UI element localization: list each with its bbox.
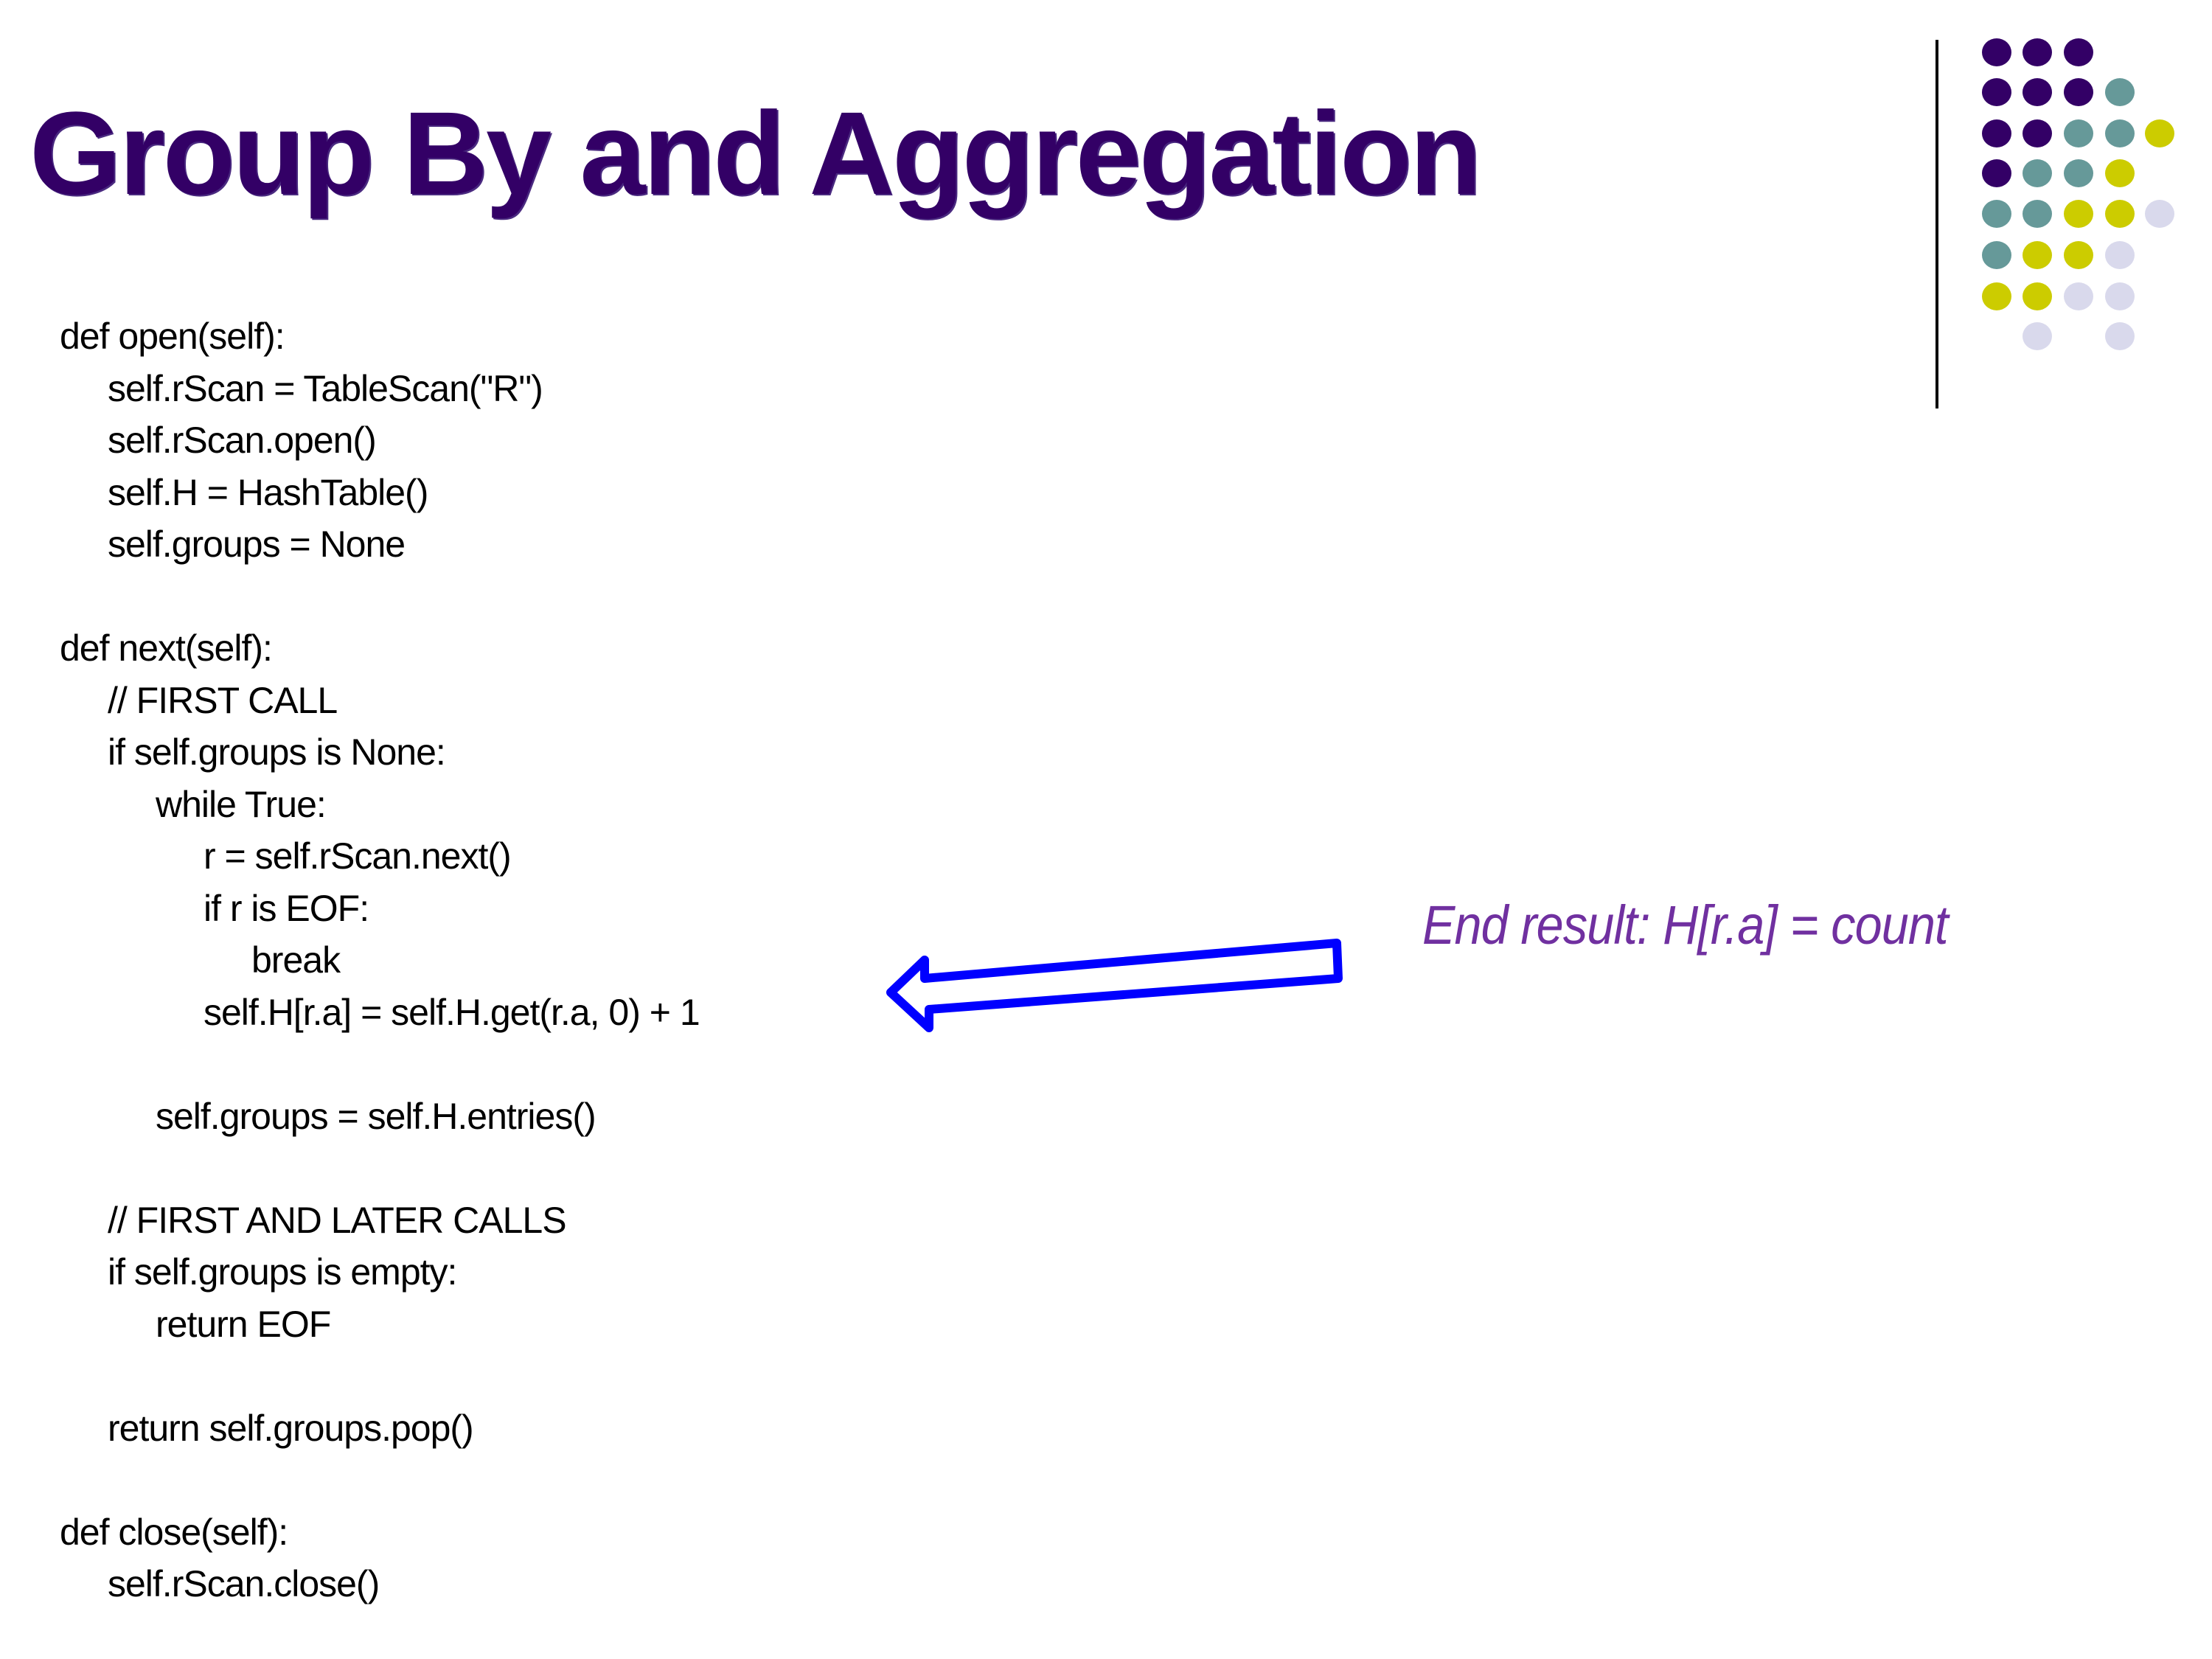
dot-icon — [2105, 159, 2135, 187]
code-line — [60, 1142, 700, 1194]
dot-icon — [1982, 241, 2011, 269]
dot-icon — [2023, 119, 2052, 147]
code-line — [60, 1038, 700, 1091]
dot-icon — [1982, 282, 2011, 310]
dot-icon — [2105, 200, 2135, 228]
dot-icon — [2064, 119, 2093, 147]
code-line — [60, 571, 700, 623]
code-line: self.groups = self.H.entries() — [156, 1095, 597, 1137]
dot-icon — [1982, 38, 2011, 66]
code-line: if self.groups is None: — [108, 731, 446, 773]
code-block: def open(self): self.rScan = TableScan("R… — [60, 310, 700, 1610]
dot-icon — [2105, 119, 2135, 147]
dot-icon — [2105, 241, 2135, 269]
dot-icon — [1982, 78, 2011, 106]
dot-icon — [2064, 241, 2093, 269]
code-line: self.H = HashTable() — [108, 471, 428, 513]
code-line: while True: — [156, 783, 327, 825]
code-line: def close(self): — [60, 1511, 288, 1553]
dot-icon — [2064, 200, 2093, 228]
dot-icon — [2105, 322, 2135, 350]
code-line: def next(self): — [60, 627, 273, 669]
dot-icon — [2145, 119, 2174, 147]
code-line: def open(self): — [60, 316, 285, 357]
code-line: // FIRST AND LATER CALLS — [108, 1199, 567, 1241]
dot-icon — [2064, 282, 2093, 310]
code-line: self.groups = None — [108, 524, 406, 565]
dot-icon — [2023, 322, 2052, 350]
code-line: self.H[r.a] = self.H.get(r.a, 0) + 1 — [204, 991, 700, 1033]
dot-icon — [2023, 200, 2052, 228]
dot-icon — [2023, 282, 2052, 310]
dot-icon — [2064, 159, 2093, 187]
dot-icon — [2145, 200, 2174, 228]
dot-icon — [2023, 78, 2052, 106]
code-line: self.rScan.close() — [108, 1563, 380, 1604]
code-line: r = self.rScan.next() — [204, 835, 512, 877]
code-line — [60, 1350, 700, 1402]
code-line: break — [251, 939, 341, 981]
dot-icon — [2064, 78, 2093, 106]
dot-icon — [2105, 282, 2135, 310]
code-line: self.rScan.open() — [108, 420, 377, 461]
dot-icon — [1982, 119, 2011, 147]
dot-icon — [2023, 38, 2052, 66]
slide-title: Group By and Aggregation — [29, 87, 1482, 219]
annotation-text: End result: H[r.a] = count — [1422, 894, 1949, 956]
code-line — [60, 1454, 700, 1506]
code-line: if self.groups is empty: — [108, 1251, 457, 1293]
dot-icon — [2023, 241, 2052, 269]
dot-icon — [1982, 200, 2011, 228]
dot-icon — [2023, 159, 2052, 187]
divider-line — [1935, 40, 1938, 408]
dot-icon — [2064, 38, 2093, 66]
dot-icon — [1982, 159, 2011, 187]
code-line: self.rScan = TableScan("R") — [108, 367, 543, 409]
code-line: return self.groups.pop() — [108, 1407, 474, 1449]
dot-icon — [2105, 78, 2135, 106]
code-line: if r is EOF: — [204, 887, 369, 929]
code-line: // FIRST CALL — [108, 679, 338, 721]
code-line: return EOF — [156, 1303, 331, 1345]
